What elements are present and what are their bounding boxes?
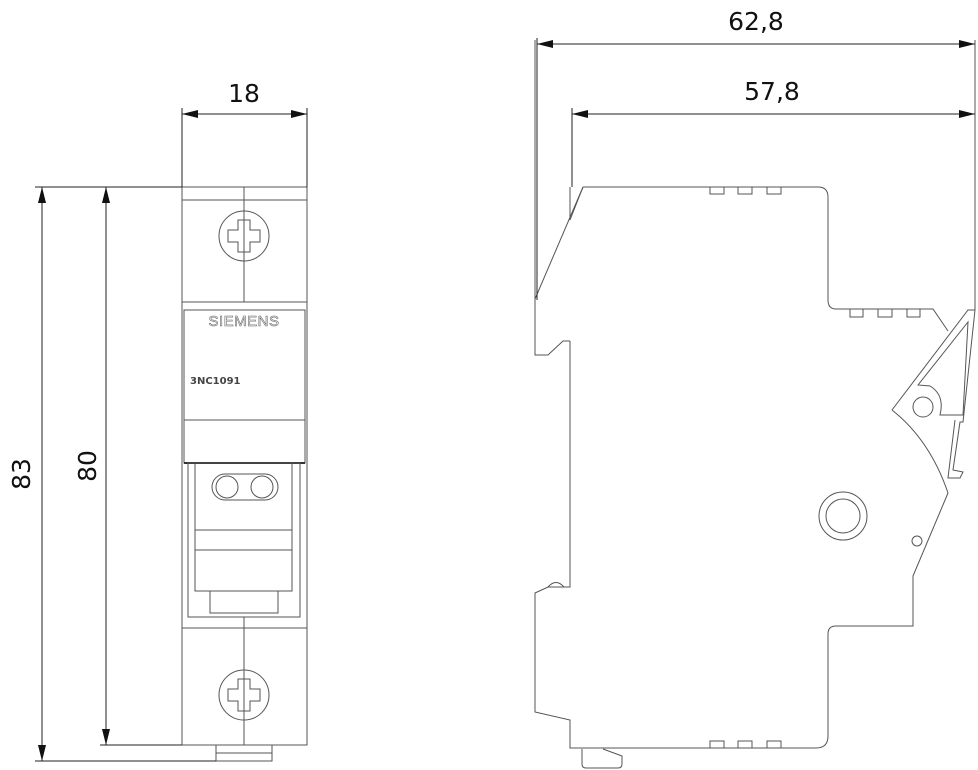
bottom-screw-icon (218, 669, 270, 721)
dim-depth-total-label: 62,8 (728, 7, 784, 36)
small-hole (911, 535, 923, 547)
din-rail (534, 40, 584, 356)
toggle-lever (891, 309, 976, 479)
side-view (534, 40, 976, 769)
indicator-right (250, 475, 274, 499)
side-outline (534, 186, 949, 749)
front-view: SIEMENS 3NC1091 (181, 186, 308, 762)
dim-depth-body-label: 57,8 (744, 77, 800, 106)
dim-height-total-label: 83 (7, 458, 36, 490)
side-dimensions: 62,8 57,8 (536, 7, 975, 300)
terminal-hole (818, 491, 868, 541)
top-screw-icon (218, 210, 270, 262)
brand-logo: SIEMENS (208, 313, 279, 330)
vent-notches (709, 187, 921, 748)
front-dimensions: 18 83 80 (7, 79, 308, 762)
indicator-left (215, 475, 239, 499)
dim-height-body-label: 80 (73, 450, 102, 482)
dim-width-label: 18 (228, 79, 260, 108)
model-label: 3NC1091 (190, 376, 241, 387)
release-clip (581, 748, 623, 769)
fuse-holder (187, 462, 301, 618)
